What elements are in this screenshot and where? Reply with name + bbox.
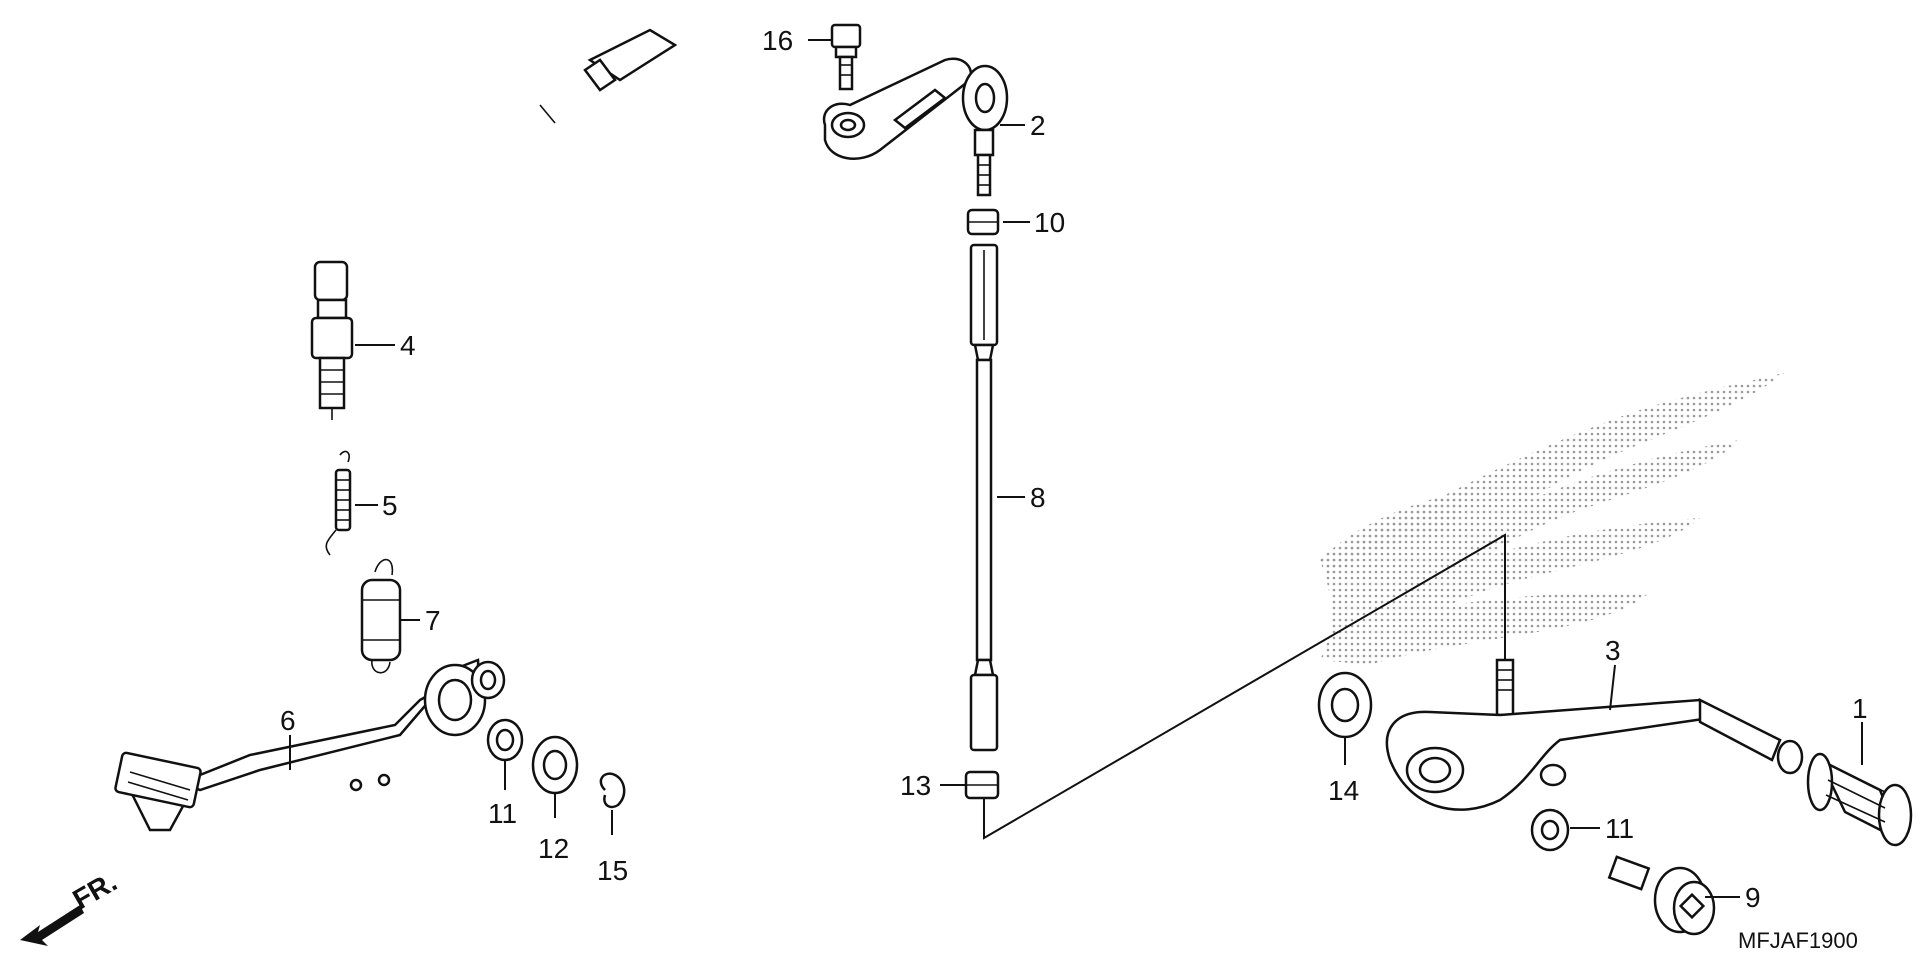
leader-lines bbox=[289, 39, 1863, 898]
washer-right-small-part bbox=[1530, 808, 1570, 852]
callout-12: 12 bbox=[538, 833, 569, 864]
callout-9: 9 bbox=[1745, 882, 1761, 913]
pivot-bolt-part bbox=[1607, 855, 1716, 936]
shift-pedal-part bbox=[1385, 658, 1804, 811]
washer-left-part bbox=[486, 718, 524, 762]
callout-14: 14 bbox=[1328, 775, 1359, 806]
nut-bottom-part bbox=[964, 770, 1000, 800]
callout-11-left: 11 bbox=[488, 798, 517, 829]
washer-large-part bbox=[531, 735, 579, 795]
washer-right-part bbox=[1317, 671, 1373, 739]
rubber-peg-part bbox=[1806, 752, 1913, 847]
callout-15: 15 bbox=[597, 855, 628, 886]
clip-part bbox=[599, 772, 626, 809]
callout-16: 16 bbox=[762, 25, 793, 56]
callout-6: 6 bbox=[280, 705, 296, 736]
shift-arm-part bbox=[822, 57, 1009, 197]
callout-11-right: 11 bbox=[1605, 813, 1634, 844]
callout-4: 4 bbox=[400, 330, 416, 361]
callout-2: 2 bbox=[1030, 110, 1046, 141]
callout-3: 3 bbox=[1605, 635, 1621, 666]
small-spring-part bbox=[325, 450, 352, 556]
front-direction-marker: FR. bbox=[20, 866, 122, 946]
shift-rod-part bbox=[969, 243, 999, 752]
brake-switch-part bbox=[310, 28, 678, 420]
diagram-code: MFJAF1900 bbox=[1738, 928, 1858, 953]
assembly-guide-lines bbox=[983, 533, 1506, 840]
callout-5: 5 bbox=[382, 490, 398, 521]
callout-13: 13 bbox=[900, 770, 931, 801]
large-spring-part bbox=[360, 558, 402, 674]
callout-8: 8 bbox=[1030, 482, 1046, 513]
callout-10: 10 bbox=[1034, 207, 1065, 238]
nut-top-part bbox=[966, 208, 1000, 236]
callout-7: 7 bbox=[425, 605, 441, 636]
bolt-part bbox=[830, 23, 862, 91]
wing-logo-watermark bbox=[1320, 372, 1785, 665]
brake-pedal-part bbox=[114, 658, 506, 832]
callout-labels: 16 2 10 4 5 7 6 11 12 15 8 13 14 3 1 11 … bbox=[280, 25, 1868, 913]
callout-1: 1 bbox=[1852, 693, 1868, 724]
